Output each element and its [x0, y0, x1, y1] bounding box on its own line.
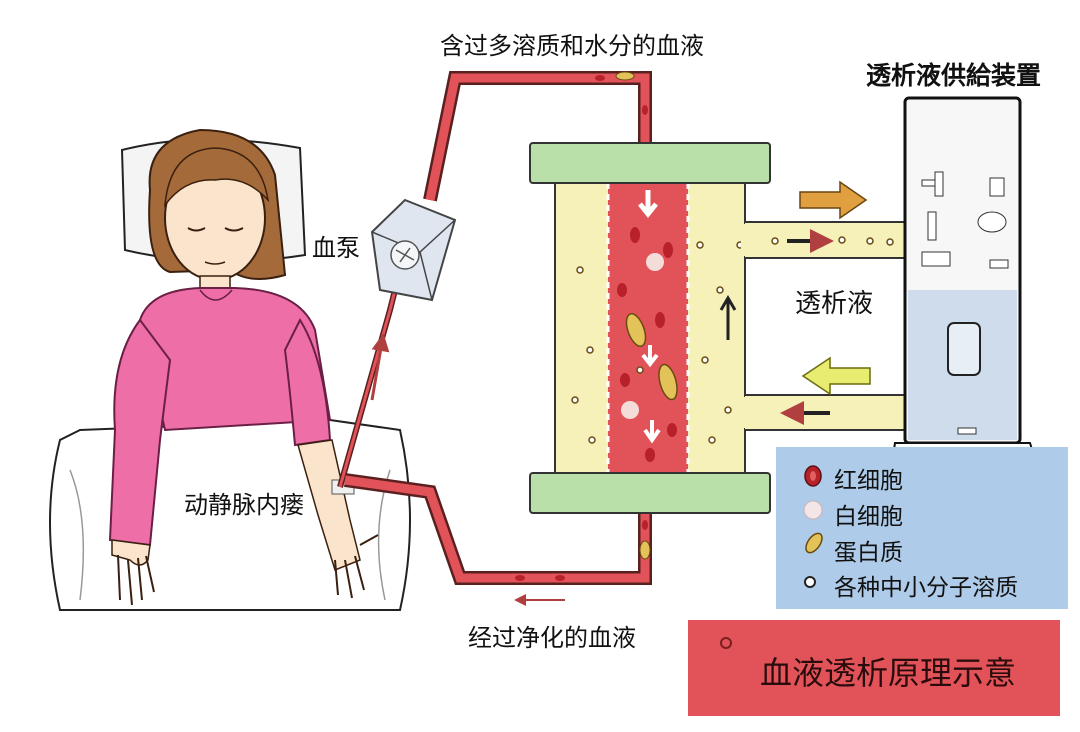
legend-label-solute: 各种中小分子溶质: [834, 575, 1018, 601]
blood-tubing: [337, 71, 652, 585]
label-blood-out: 经过净化的血液: [468, 624, 636, 652]
protein-icon: [805, 532, 823, 554]
patient: [108, 128, 379, 606]
diagram-title: 血液透析原理示意: [760, 654, 1017, 692]
white-blood-cell-icon: [803, 500, 823, 520]
label-dialysate: 透析液: [795, 289, 874, 319]
blood-pump: [370, 198, 457, 302]
title-box: 血液透析原理示意: [688, 620, 1060, 716]
legend-label-protein: 蛋白质: [834, 540, 903, 566]
dialysate-supply-device: [891, 96, 1036, 457]
label-supply-device: 透析液供給装置: [866, 61, 1042, 90]
legend-label-wbc: 白细胞: [834, 504, 903, 530]
label-blood-pump: 血泵: [312, 234, 360, 262]
legend-label-rbc: 红细胞: [834, 468, 903, 494]
legend: 红细胞 白细胞 蛋白质 各种中小分子溶质: [776, 447, 1068, 609]
solute-icon: [804, 576, 816, 588]
label-blood-in: 含过多溶质和水分的血液: [440, 32, 704, 60]
dialyzer: [529, 142, 771, 514]
label-av-fistula: 动静脉内瘘: [184, 491, 304, 519]
title-dot-icon: [720, 637, 732, 649]
flow-arrows: [370, 333, 565, 606]
dialysate-pipes: [741, 180, 906, 431]
red-blood-cell-icon: [804, 465, 822, 487]
